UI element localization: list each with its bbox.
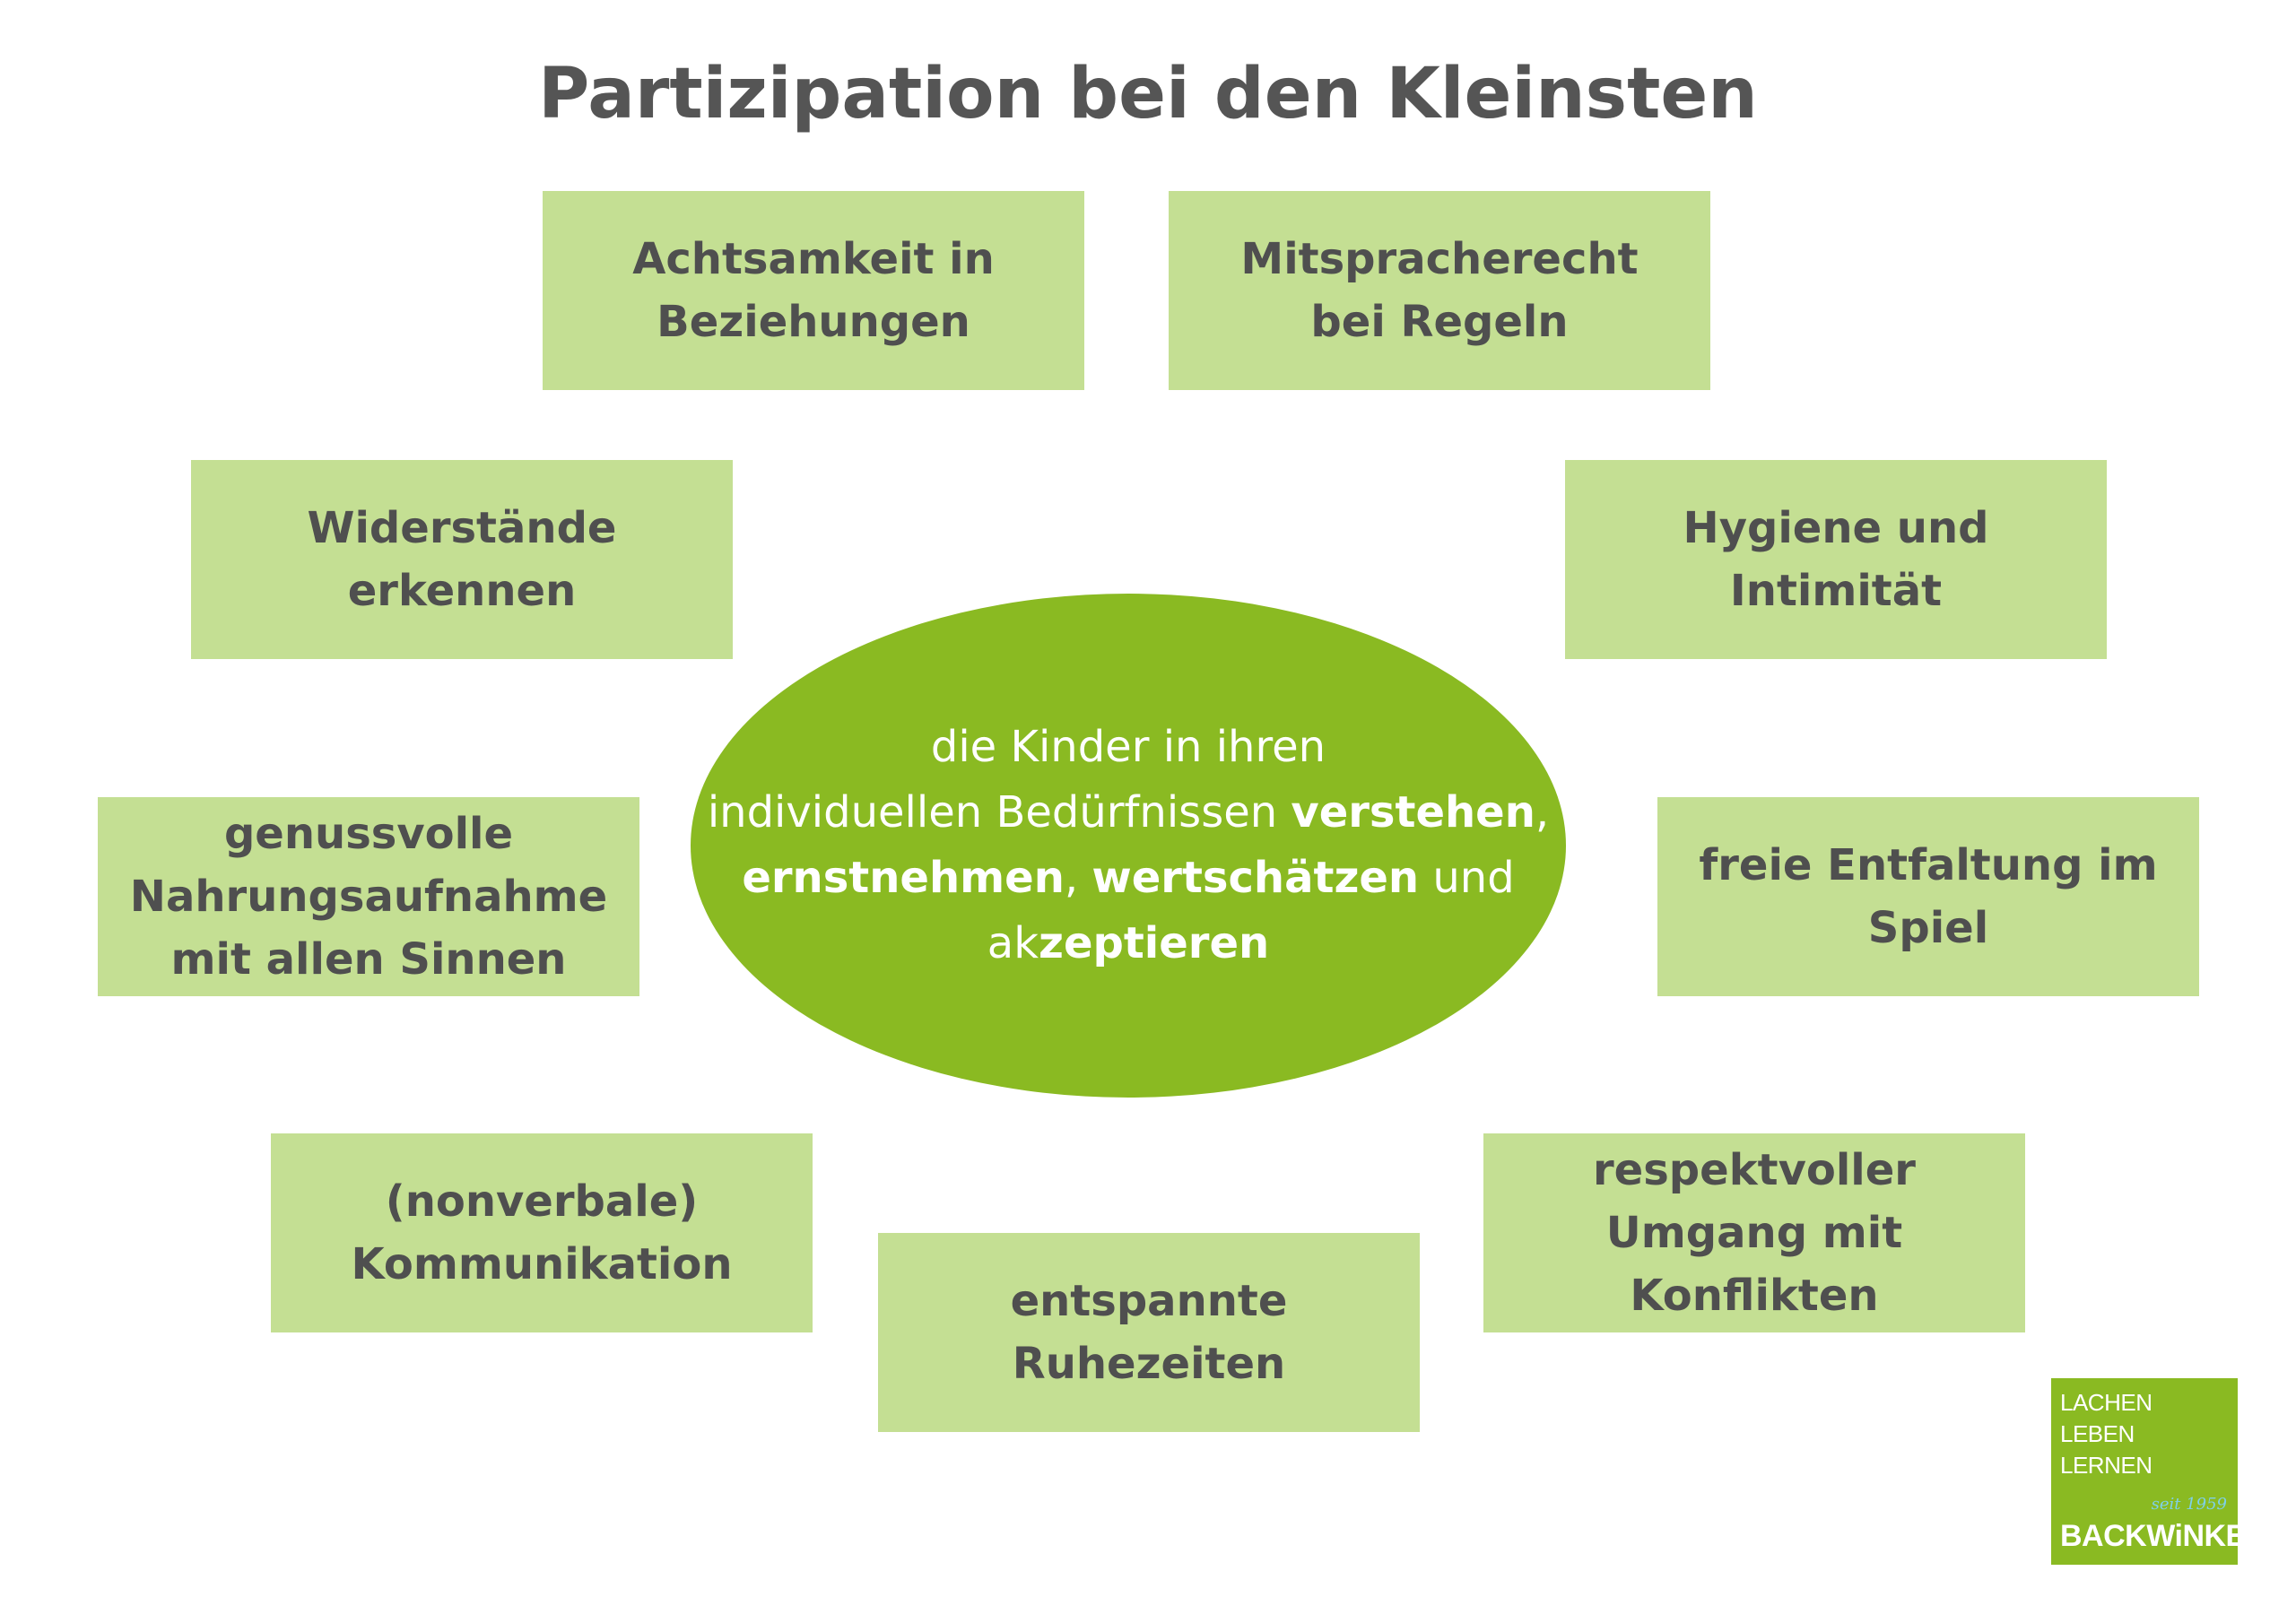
center-line-2: individuellen Bedürfnissen verstehen, — [707, 780, 1550, 846]
logo-line-lachen: LACHEN — [2060, 1389, 2152, 1416]
box-line: Mitspracherecht — [1240, 234, 1639, 284]
box-line: entspannte Ruhezeiten — [1010, 1276, 1288, 1389]
box-line: Konflikten — [1630, 1271, 1879, 1321]
box-line: Kommunikation — [351, 1239, 733, 1289]
box-line: Nahrungsaufnahme — [129, 872, 608, 922]
center-text-plain: ak — [987, 918, 1039, 968]
center-text-emphasis: zeptieren — [1039, 918, 1270, 968]
box-konflikte: respektvoller Umgang mit Konflikten — [1483, 1133, 2025, 1332]
center-ellipse: die Kinder in ihren individuellen Bedürf… — [691, 594, 1566, 1098]
box-widerstaende: Widerstände erkennen — [191, 460, 733, 659]
center-line-3: ernstnehmen, wertschätzen und — [707, 846, 1550, 911]
box-hygiene: Hygiene und Intimität — [1565, 460, 2107, 659]
center-text-plain: , — [1535, 787, 1550, 838]
center-text-plain: , — [1064, 853, 1092, 903]
logo-seit: seit 1959 — [2151, 1495, 2227, 1514]
box-line: Widerstände erkennen — [307, 503, 617, 616]
center-text-emphasis: wertschätzen — [1091, 853, 1420, 903]
center-line-4: akzeptieren — [707, 911, 1550, 976]
diagram-title: Partizipation bei den Kleinsten — [538, 54, 1758, 135]
box-line: respektvoller — [1593, 1145, 1916, 1195]
center-text-plain: individuellen Bedürfnissen — [707, 787, 1292, 838]
box-genuss: genussvolle Nahrungsaufnahme mit allen S… — [98, 797, 639, 996]
logo-brand: BACKWiNKEL — [2060, 1519, 2265, 1553]
box-line: (nonverbale) — [385, 1176, 699, 1227]
center-text-emphasis: ernstnehmen — [742, 853, 1065, 903]
box-line: Achtsamkeit in — [632, 234, 995, 284]
box-ruhezeiten: entspannte Ruhezeiten — [878, 1233, 1420, 1432]
box-entfaltung: freie Entfaltung im Spiel — [1657, 797, 2199, 996]
center-text: die Kinder in ihren individuellen Bedürf… — [707, 715, 1550, 976]
logo-line-lernen: LERNEN — [2060, 1452, 2152, 1479]
box-mitsprache: Mitspracherecht bei Regeln — [1169, 191, 1710, 390]
box-line: Beziehungen — [657, 297, 970, 347]
box-line: Hygiene und Intimität — [1683, 503, 1989, 616]
center-text-emphasis: verstehen — [1291, 787, 1535, 838]
box-line: freie Entfaltung im Spiel — [1699, 840, 2158, 953]
logo-line-leben: LEBEN — [2060, 1420, 2135, 1447]
box-line: genussvolle — [223, 809, 514, 859]
box-line: Umgang mit — [1605, 1208, 1903, 1258]
box-achtsamkeit: Achtsamkeit in Beziehungen — [543, 191, 1084, 390]
center-text-plain: und — [1419, 853, 1515, 903]
box-line: bei Regeln — [1310, 297, 1569, 347]
box-line: mit allen Sinnen — [170, 934, 567, 985]
center-line-1: die Kinder in ihren — [930, 722, 1326, 772]
box-kommunikation: (nonverbale) Kommunikation — [271, 1133, 813, 1332]
backwinkel-logo: LACHEN LEBEN LERNEN seit 1959 BACKWiNKEL — [2051, 1378, 2265, 1565]
